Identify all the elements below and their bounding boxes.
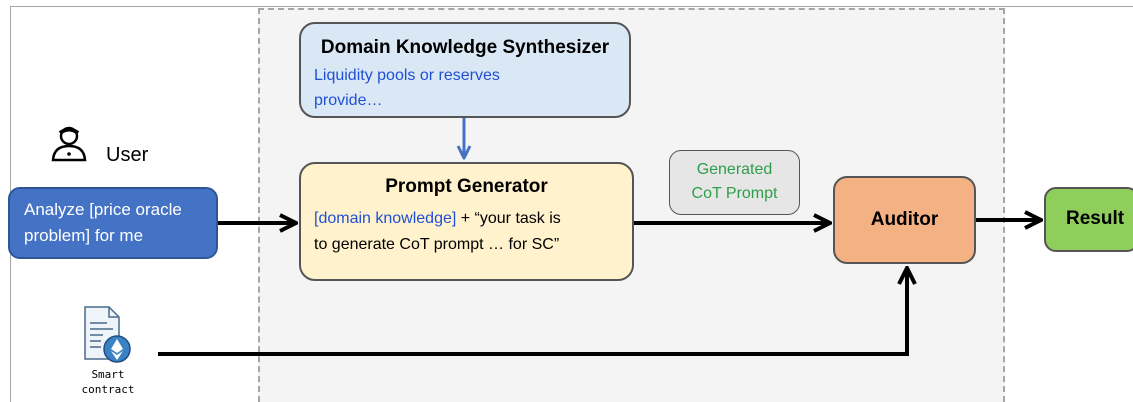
- smart-contract-icon: [84, 306, 131, 363]
- generated-prompt-line-1: Generated: [696, 161, 773, 178]
- smart-contract-label-line-1: Smart: [91, 368, 125, 381]
- domain-knowledge-highlight: [domain knowledge]: [314, 210, 457, 227]
- smart-contract-label-line-2: contract: [81, 383, 135, 396]
- outer-frame-top: [10, 6, 1133, 7]
- synthesizer-title: Domain Knowledge Synthesizer: [320, 37, 610, 58]
- user-request-line-2: problem] for me: [24, 226, 144, 245]
- auditor-box: [833, 176, 976, 264]
- user-label: User: [106, 144, 149, 166]
- prompt-generator-line-1: [domain knowledge] + “your task is: [314, 210, 561, 228]
- user-request-line-1: Analyze [price oracle: [24, 200, 182, 219]
- user-request-box: [8, 187, 218, 259]
- prompt-generator-title: Prompt Generator: [385, 176, 548, 197]
- synthesizer-text-line-2: provide…: [314, 92, 383, 109]
- arrow-contract-to-auditor: [158, 268, 907, 356]
- result-label: Result: [1066, 208, 1125, 229]
- user-icon: [51, 126, 87, 162]
- synthesizer-box: [299, 22, 631, 118]
- prompt-generator-line-1-rest: + “your task is: [456, 210, 561, 227]
- prompt-generator-line-2: to generate CoT prompt … for SC”: [314, 236, 560, 253]
- ethereum-icon: [103, 335, 131, 363]
- generated-prompt-box: [669, 150, 800, 215]
- prompt-generator-box: [299, 162, 634, 281]
- result-box: [1044, 187, 1133, 252]
- auditor-label: Auditor: [870, 209, 939, 230]
- synthesizer-text-line-1: Liquidity pools or reserves: [314, 67, 500, 84]
- generated-prompt-line-2: CoT Prompt: [691, 185, 778, 202]
